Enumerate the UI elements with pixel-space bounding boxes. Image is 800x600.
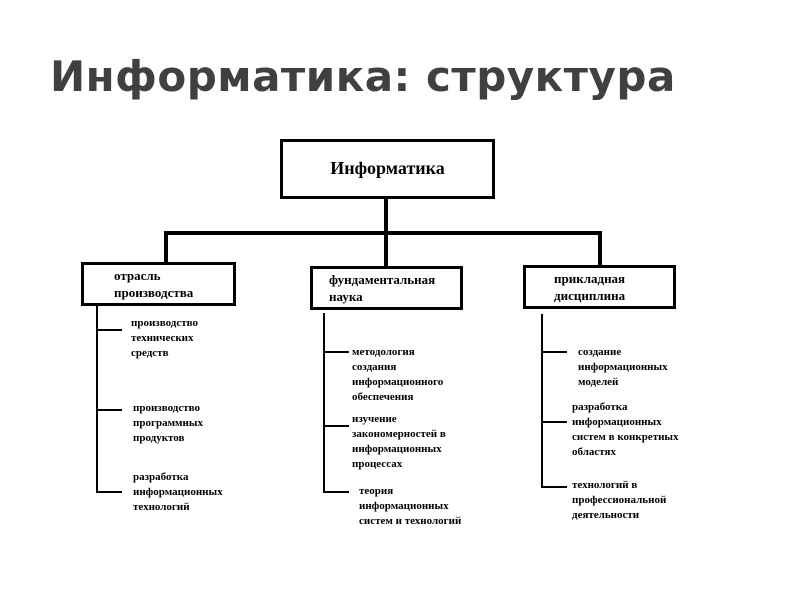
leaf-text: разработка информационных технологий <box>133 471 223 513</box>
branch-2-vertical-line <box>323 313 325 493</box>
connector-root-stem <box>384 199 388 233</box>
connector-branch-1 <box>164 231 168 262</box>
leaf-text: теория информационных систем и технологи… <box>359 485 462 527</box>
category-label-line2: дисциплина <box>554 287 626 303</box>
category-label-line2: наука <box>329 288 363 304</box>
leaf-text: методология создания информационного обе… <box>352 346 444 403</box>
category-label-line2: производства <box>114 284 194 300</box>
branch-2-tick <box>323 491 349 493</box>
branch-3-tick <box>541 351 567 353</box>
connector-horizontal-bar <box>164 231 602 235</box>
leaf-text: производство программных продуктов <box>133 402 203 444</box>
connector-branch-2 <box>384 231 388 266</box>
connector-branch-3 <box>598 231 602 265</box>
leaf-text: производство технических средств <box>131 317 198 359</box>
root-node-label: Информатика <box>330 158 445 179</box>
category-node-applied: прикладная дисциплина <box>523 265 676 309</box>
category-node-industry: отрасль производства <box>81 262 236 306</box>
branch-3-tick <box>541 486 567 488</box>
category-node-science: фундаментальная наука <box>310 266 463 310</box>
branch-1-tick <box>96 329 122 331</box>
leaf-text: изучение закономерностей в информационны… <box>352 413 446 470</box>
slide-title: Информатика: структура <box>50 52 676 101</box>
category-label-line1: прикладная <box>554 271 626 286</box>
branch-2-tick <box>323 425 349 427</box>
branch-1-tick <box>96 491 122 493</box>
category-label-line1: отрасль <box>114 268 161 283</box>
branch-2-tick <box>323 351 349 353</box>
root-node: Информатика <box>280 139 495 199</box>
branch-1-vertical-line <box>96 306 98 493</box>
leaf-text: разработка информационных систем в конкр… <box>572 401 679 458</box>
leaf-text: технологий в профессиональной деятельнос… <box>572 479 667 521</box>
branch-3-vertical-line <box>541 314 543 488</box>
branch-1-tick <box>96 409 122 411</box>
leaf-text: создание информационных моделей <box>578 346 668 388</box>
branch-3-tick <box>541 421 567 423</box>
category-label-line1: фундаментальная <box>329 272 436 287</box>
